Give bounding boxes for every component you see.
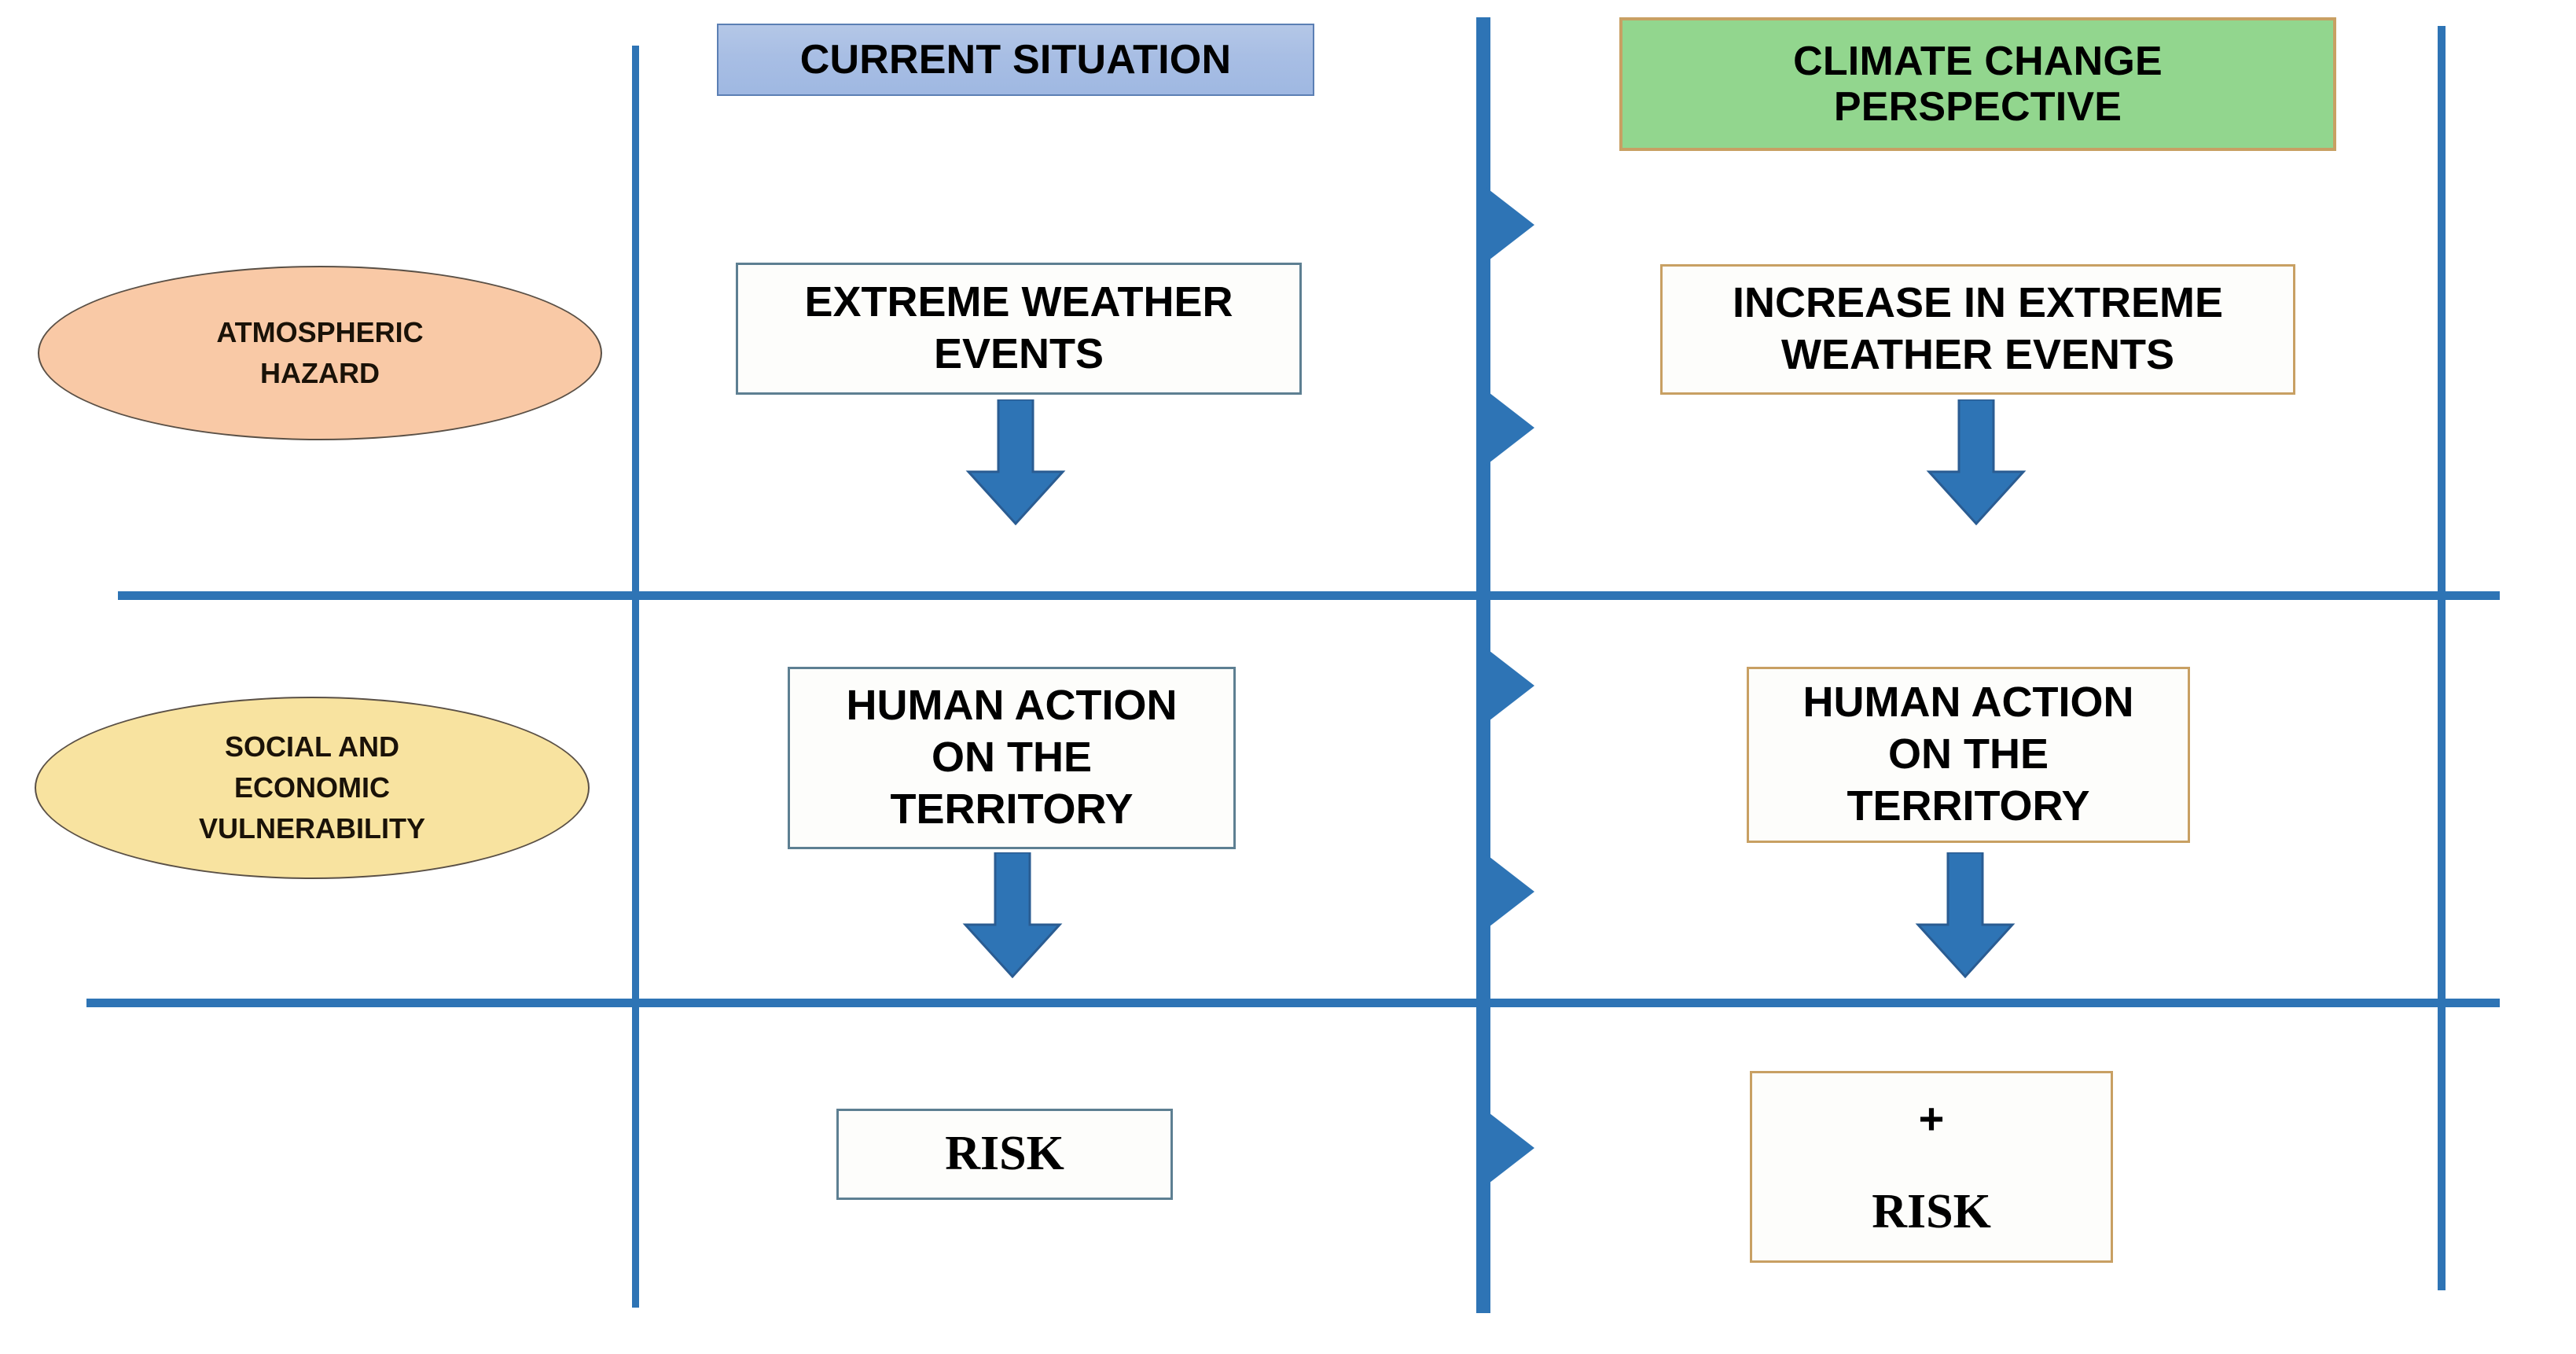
node-right-human-action-on-the-territory: HUMAN ACTION ON THE TERRITORY — [1747, 667, 2190, 843]
row-label-vulnerability-line2: ECONOMIC — [234, 771, 390, 804]
horizontal-rule-lower — [86, 999, 2500, 1007]
node-right-risk-plus-symbol: + — [1918, 1093, 1945, 1143]
node-right-vulnerability-line2: ON THE — [1887, 730, 2049, 778]
right-triangle-marker-icon-5 — [1486, 1110, 1534, 1186]
row-label-atmospheric-hazard-line1: ATMOSPHERIC — [216, 315, 424, 348]
row-label-atmospheric-hazard: ATMOSPHERIC HAZARD — [38, 266, 602, 440]
row-label-vulnerability-line1: SOCIAL AND — [224, 730, 399, 763]
node-left-vulnerability-line1: HUMAN ACTION — [846, 682, 1178, 730]
node-left-risk-label: RISK — [945, 1127, 1064, 1181]
vertical-rule-right — [2438, 26, 2446, 1290]
column-header-climate-line2: PERSPECTIVE — [1833, 84, 2122, 130]
down-arrow-icon-right-hazard — [1926, 399, 2027, 525]
node-right-vulnerability-line3: TERRITORY — [1847, 782, 2090, 830]
column-header-current-situation: CURRENT SITUATION — [717, 24, 1314, 96]
row-label-social-economic-vulnerability: SOCIAL AND ECONOMIC VULNERABILITY — [35, 697, 590, 879]
node-left-hazard-line2: EVENTS — [933, 330, 1104, 377]
node-right-hazard-line2: WEATHER EVENTS — [1780, 331, 2175, 378]
node-left-hazard-line1: EXTREME WEATHER — [804, 278, 1233, 326]
node-left-human-action-on-the-territory: HUMAN ACTION ON THE TERRITORY — [788, 667, 1236, 849]
column-header-current-situation-label: CURRENT SITUATION — [799, 36, 1232, 83]
node-left-extreme-weather-events: EXTREME WEATHER EVENTS — [736, 263, 1302, 395]
node-left-risk: RISK — [836, 1109, 1173, 1200]
horizontal-rule-upper — [118, 591, 2500, 600]
vertical-rule-center-divider — [1476, 17, 1490, 1313]
column-header-climate-line1: CLIMATE CHANGE — [1793, 38, 2163, 84]
node-left-vulnerability-line3: TERRITORY — [890, 785, 1134, 833]
right-triangle-marker-icon-1 — [1486, 187, 1534, 263]
node-right-risk: + RISK — [1750, 1071, 2113, 1263]
vertical-rule-left — [632, 46, 639, 1308]
column-header-climate-change-perspective: CLIMATE CHANGE PERSPECTIVE — [1619, 17, 2336, 151]
down-arrow-icon-left-vulnerability — [962, 852, 1063, 978]
right-triangle-marker-icon-2 — [1486, 390, 1534, 465]
down-arrow-icon-right-vulnerability — [1915, 852, 2016, 978]
right-triangle-marker-icon-4 — [1486, 854, 1534, 929]
node-right-hazard-line1: INCREASE IN EXTREME — [1732, 279, 2224, 327]
down-arrow-icon-left-hazard — [965, 399, 1066, 525]
row-label-vulnerability-line3: VULNERABILITY — [199, 812, 425, 845]
right-triangle-marker-icon-3 — [1486, 648, 1534, 723]
node-right-vulnerability-line1: HUMAN ACTION — [1802, 679, 2134, 727]
node-left-vulnerability-line2: ON THE — [931, 734, 1092, 782]
row-label-atmospheric-hazard-line2: HAZARD — [260, 357, 380, 389]
node-right-increase-in-extreme-weather-events: INCREASE IN EXTREME WEATHER EVENTS — [1660, 264, 2295, 395]
node-right-risk-label: RISK — [1872, 1184, 1991, 1238]
